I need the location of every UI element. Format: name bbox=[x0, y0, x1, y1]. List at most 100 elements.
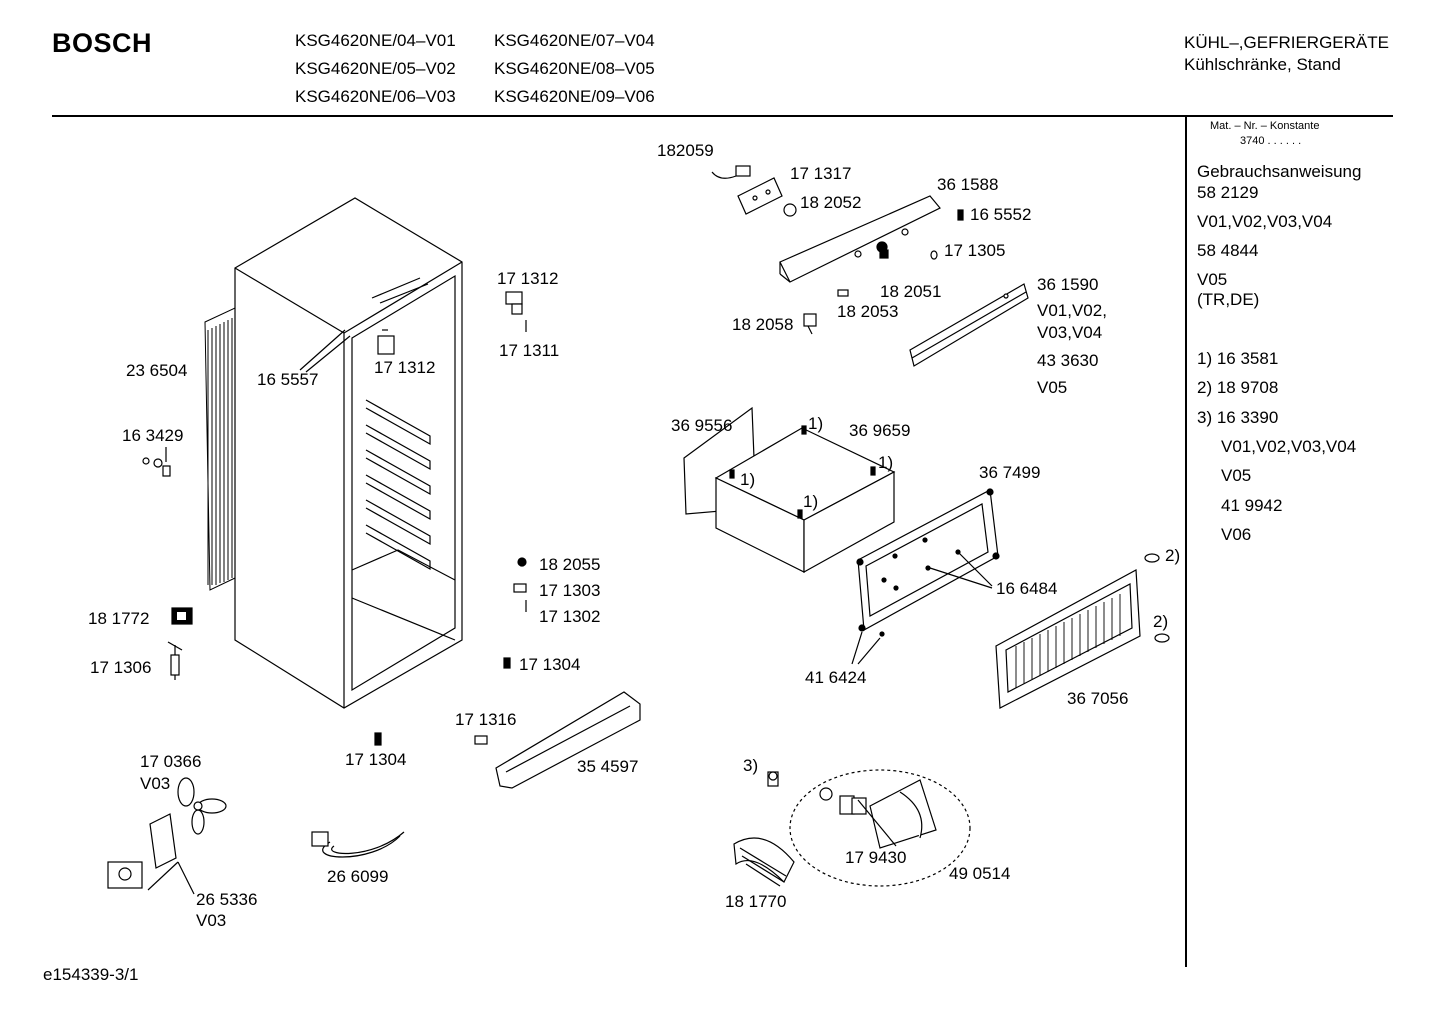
trim-strip bbox=[909, 283, 1029, 367]
sidebar-line: 58 2129 bbox=[1197, 183, 1259, 202]
lamp-assembly-outline bbox=[789, 769, 971, 887]
mat-nr-value: 3740 . . . . . . bbox=[1240, 135, 1302, 147]
clip-icon bbox=[513, 583, 527, 612]
grille-slots bbox=[1015, 594, 1121, 688]
part-label: 17 1305 bbox=[944, 241, 1006, 260]
brand-logo: BOSCH bbox=[52, 28, 153, 58]
crisper-drawer bbox=[683, 406, 896, 574]
sensor-icon bbox=[167, 641, 183, 680]
part-label: 17 1306 bbox=[90, 658, 152, 677]
part-label: 41 6424 bbox=[805, 668, 867, 687]
screw-icon bbox=[374, 657, 511, 746]
document-id: e154339-3/1 bbox=[43, 965, 139, 984]
refrigerator-cabinet bbox=[234, 197, 463, 709]
part-label: 36 9659 bbox=[849, 421, 911, 440]
leader-line bbox=[957, 551, 993, 587]
part-label: 36 7056 bbox=[1067, 689, 1129, 708]
light-cover bbox=[733, 837, 795, 887]
model-number: KSG4620NE/07–V04 bbox=[494, 31, 655, 50]
sidebar-line: Gebrauchsanweisung bbox=[1197, 162, 1362, 181]
part-label: V03 bbox=[196, 911, 227, 930]
knob-icon bbox=[876, 241, 889, 259]
control-panel bbox=[779, 195, 941, 283]
part-label: 26 5336 bbox=[196, 890, 258, 909]
model-number: KSG4620NE/04–V01 bbox=[295, 31, 456, 50]
knob-icon bbox=[783, 203, 797, 217]
part-label: 36 1590 bbox=[1037, 275, 1099, 294]
part-label: 43 3630 bbox=[1037, 351, 1099, 370]
clip-icon bbox=[474, 735, 488, 745]
sidebar-line: 3) 16 3390 bbox=[1197, 408, 1279, 427]
sidebar-line: 2) 18 9708 bbox=[1197, 378, 1279, 397]
part-label: 18 2058 bbox=[732, 315, 794, 334]
part-label: 35 4597 bbox=[577, 757, 639, 776]
hinge-part bbox=[377, 329, 395, 355]
part-label: 18 1772 bbox=[88, 609, 150, 628]
model-number: KSG4620NE/05–V02 bbox=[295, 59, 456, 78]
part-label: 1) bbox=[740, 470, 756, 489]
screw-icon bbox=[957, 209, 964, 221]
cabinet-shelves bbox=[351, 399, 456, 641]
mat-nr-header: Mat. – Nr. – Konstante bbox=[1210, 120, 1320, 132]
part-label: 16 6484 bbox=[996, 579, 1058, 598]
part-label: 17 9430 bbox=[845, 848, 907, 867]
clip-icon bbox=[1144, 553, 1170, 643]
part-label: 17 1311 bbox=[499, 341, 560, 360]
door-bracket bbox=[737, 177, 783, 215]
door-handle bbox=[495, 691, 641, 789]
part-label: 16 5552 bbox=[970, 205, 1032, 224]
category-subtitle: Kühlschränke, Stand bbox=[1184, 55, 1341, 74]
model-number: KSG4620NE/06–V03 bbox=[295, 87, 456, 106]
leader-line bbox=[857, 637, 881, 665]
clip-icon bbox=[837, 289, 849, 297]
screw-icon bbox=[856, 488, 1000, 637]
part-label: 36 7499 bbox=[979, 463, 1041, 482]
part-label: V01,V02, bbox=[1037, 301, 1107, 320]
lamp-socket bbox=[819, 787, 867, 815]
part-label: 49 0514 bbox=[949, 864, 1011, 883]
part-label: 18 1770 bbox=[725, 892, 787, 911]
bulb-icon bbox=[767, 771, 779, 787]
part-label: 3) bbox=[743, 756, 759, 775]
part-label: 17 1304 bbox=[519, 655, 581, 674]
part-label: 17 1304 bbox=[345, 750, 407, 769]
category-title: KÜHL–,GEFRIERGERÄTE bbox=[1184, 33, 1389, 52]
leader-line bbox=[299, 329, 346, 371]
sidebar-line: V01,V02,V03,V04 bbox=[1221, 437, 1357, 456]
part-label: 17 1317 bbox=[790, 164, 852, 183]
part-label: 18 2052 bbox=[800, 193, 862, 212]
part-label: 23 6504 bbox=[126, 361, 188, 380]
fan-blade bbox=[177, 777, 227, 835]
part-label: 2) bbox=[1165, 546, 1181, 565]
leader-line bbox=[147, 861, 179, 891]
washer-icon bbox=[930, 250, 938, 260]
part-label: 18 2053 bbox=[837, 302, 899, 321]
sidebar-line: 1) 16 3581 bbox=[1197, 349, 1279, 368]
part-label: 17 1312 bbox=[497, 269, 559, 288]
leader-line bbox=[177, 861, 195, 895]
power-cable bbox=[311, 831, 405, 858]
sidebar-line: 58 4844 bbox=[1197, 241, 1259, 260]
sidebar-line: V06 bbox=[1221, 525, 1252, 544]
leader-line bbox=[851, 631, 863, 665]
sidebar-line: 41 9942 bbox=[1221, 496, 1283, 515]
part-label: 2) bbox=[1153, 612, 1169, 631]
part-label: 1) bbox=[808, 414, 824, 433]
part-label: V03 bbox=[140, 774, 171, 793]
sidebar-line: V05 bbox=[1221, 466, 1252, 485]
latch-part bbox=[711, 165, 751, 179]
lamp-socket bbox=[803, 313, 817, 335]
part-label: 17 1312 bbox=[374, 358, 436, 377]
leader-line bbox=[305, 335, 351, 373]
leader-line bbox=[857, 799, 897, 847]
leader-line bbox=[929, 567, 993, 589]
part-label: 36 1588 bbox=[937, 175, 999, 194]
part-label: 18 2051 bbox=[880, 282, 942, 301]
sidebar-line: V01,V02,V03,V04 bbox=[1197, 212, 1333, 231]
part-label: 1) bbox=[878, 453, 894, 472]
model-number: KSG4620NE/09–V06 bbox=[494, 87, 655, 106]
model-number: KSG4620NE/08–V05 bbox=[494, 59, 655, 78]
part-label: 17 1302 bbox=[539, 607, 601, 626]
part-label: 17 0366 bbox=[140, 752, 202, 771]
